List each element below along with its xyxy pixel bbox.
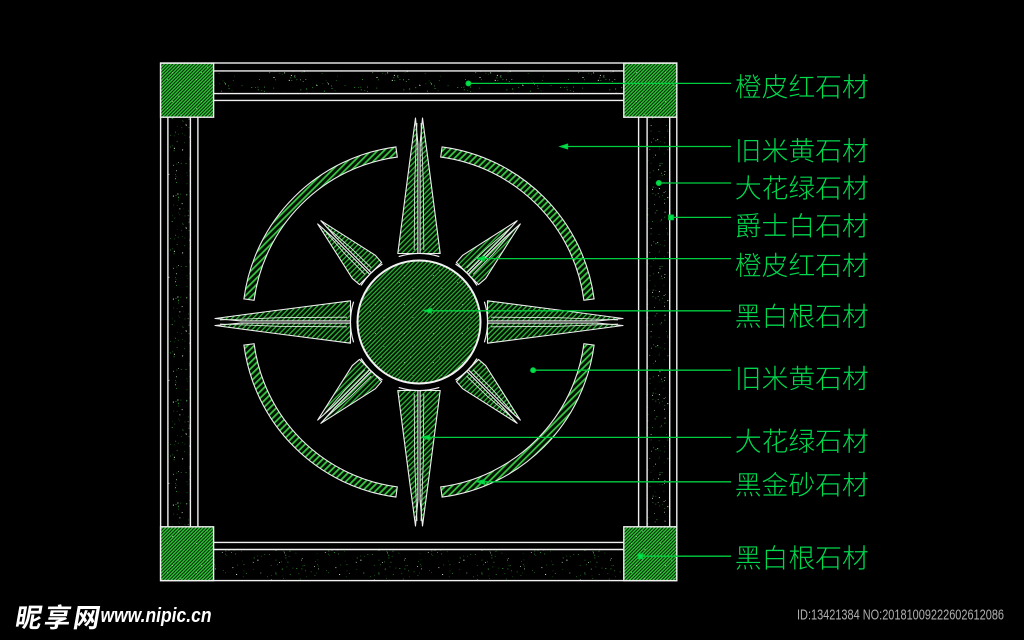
svg-text:www.nipic.cn: www.nipic.cn [101, 604, 212, 627]
svg-text:ID:13421384 NO:201810092226026: ID:13421384 NO:20181009222602612086 [797, 608, 1004, 624]
